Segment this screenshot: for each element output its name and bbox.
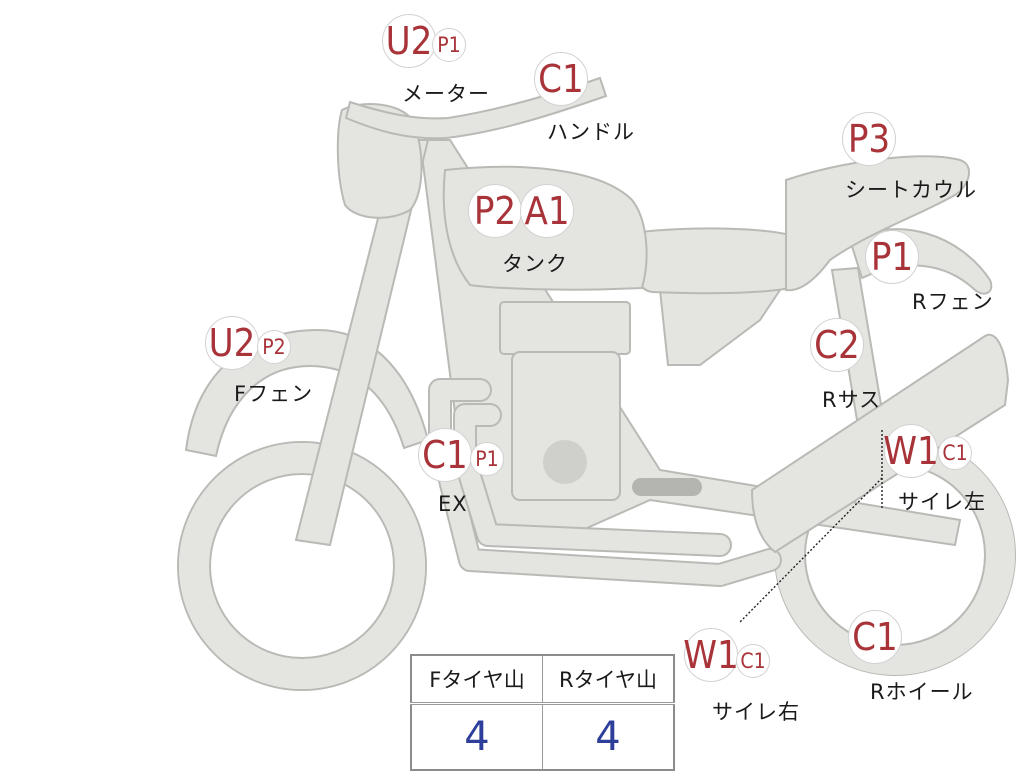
muffler-left-label: サイレ左 [898, 490, 986, 514]
handle-badge: C1 [534, 52, 588, 106]
r-fender-label: Rフェン [912, 290, 994, 314]
tank-label: タンク [502, 252, 568, 276]
f-fender-badge-1: U2 [205, 316, 259, 370]
seat-cowl-badge: P3 [842, 112, 896, 166]
rear-tread-header: Rタイヤ山 [542, 654, 675, 705]
muffler-leader-line [739, 477, 883, 623]
r-fender-badge: P1 [865, 230, 919, 284]
exhaust-label: EX [438, 492, 468, 516]
muffler-right-badge-1: W1 [683, 628, 739, 682]
muffler-left-badge-2: C1 [938, 436, 972, 470]
meter-badge-1: U2 [382, 14, 436, 68]
r-sus-badge: C2 [810, 318, 864, 372]
f-fender-badge-2: P2 [257, 330, 291, 364]
r-wheel-label: Rホイール [870, 680, 974, 704]
seat [634, 227, 791, 295]
tank-badge-2: A1 [520, 184, 574, 238]
rear-muffler [750, 333, 1010, 554]
front-tread-value: 4 [410, 703, 543, 771]
f-fender-label: Fフェン [234, 382, 314, 406]
tire-tread-table: Fタイヤ山 Rタイヤ山 4 4 [410, 654, 675, 771]
meter-badge-2: P1 [432, 28, 466, 62]
muffler-right-label: サイレ右 [712, 700, 800, 724]
tread-header-row: Fタイヤ山 Rタイヤ山 [410, 654, 675, 705]
meter-label: メーター [402, 82, 490, 106]
front-tread-header: Fタイヤ山 [410, 654, 543, 705]
r-sus-label: Rサス [822, 388, 882, 412]
tank-badge-1: P2 [468, 184, 522, 238]
rear-tread-value: 4 [542, 703, 675, 771]
handlebar [344, 76, 608, 140]
seat-cowl-label: シートカウル [845, 178, 977, 202]
side-cover [658, 289, 782, 366]
muffler-left-badge-1: W1 [883, 424, 939, 478]
engine [499, 301, 702, 501]
exhaust-badge-1: C1 [418, 428, 472, 482]
tread-value-row: 4 4 [410, 703, 675, 771]
handle-label: ハンドル [547, 120, 635, 144]
muffler-right-badge-2: C1 [736, 644, 770, 678]
front-wheel [177, 441, 427, 691]
r-wheel-badge: C1 [848, 610, 902, 664]
exhaust-badge-2: P1 [470, 442, 504, 476]
